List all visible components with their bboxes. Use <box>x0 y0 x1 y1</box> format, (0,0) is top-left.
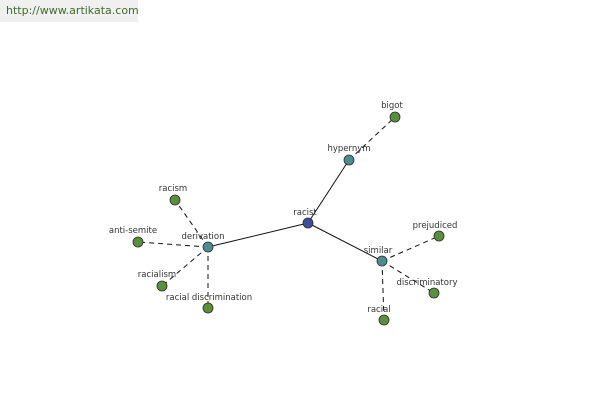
edge-derivation-anti-semite <box>137 241 209 248</box>
edges-layer <box>137 116 440 321</box>
labels-layer: racist hypernym derivation similar bigot raci… <box>109 101 458 315</box>
nodes-layer <box>132 111 445 326</box>
label-racial-discrimination[interactable]: racial discrimination <box>166 293 252 303</box>
source-link[interactable]: http://www.artikata.com <box>6 4 139 17</box>
label-hypernym[interactable]: hypernym <box>327 144 370 154</box>
node-hypernym[interactable] <box>343 154 355 166</box>
edge-racist-hypernym <box>307 159 350 224</box>
label-discriminatory[interactable]: discriminatory <box>396 278 457 288</box>
node-similar[interactable] <box>376 255 388 267</box>
node-derivation[interactable] <box>202 241 214 253</box>
edge-racist-derivation <box>207 222 309 248</box>
label-anti-semite[interactable]: anti-semite <box>109 226 157 236</box>
label-racist[interactable]: racist <box>293 208 317 218</box>
node-bigot[interactable] <box>389 111 401 123</box>
label-derivation[interactable]: derivation <box>181 232 224 242</box>
node-racism[interactable] <box>169 194 181 206</box>
edge-similar-prejudiced <box>381 235 440 262</box>
node-racist[interactable] <box>302 217 314 229</box>
label-racial[interactable]: racial <box>367 305 390 315</box>
edge-hypernym-bigot <box>348 116 396 161</box>
label-racialism[interactable]: racialism <box>138 270 176 280</box>
node-discriminatory[interactable] <box>428 287 440 299</box>
node-racial[interactable] <box>378 314 390 326</box>
edge-similar-discriminatory <box>381 260 435 294</box>
label-racism[interactable]: racism <box>159 184 187 194</box>
edge-derivation-racism <box>174 199 209 248</box>
edge-similar-racial <box>381 260 385 321</box>
node-anti-semite[interactable] <box>132 236 144 248</box>
node-racialism[interactable] <box>156 280 168 292</box>
label-prejudiced[interactable]: prejudiced <box>413 221 458 231</box>
edge-racist-similar <box>307 222 383 262</box>
label-similar[interactable]: similar <box>364 246 393 256</box>
node-racial-discrimination[interactable] <box>202 302 214 314</box>
edge-derivation-racialism <box>161 246 209 287</box>
label-bigot[interactable]: bigot <box>381 101 403 111</box>
source-banner: http://www.artikata.com <box>0 0 139 22</box>
node-prejudiced[interactable] <box>433 230 445 242</box>
